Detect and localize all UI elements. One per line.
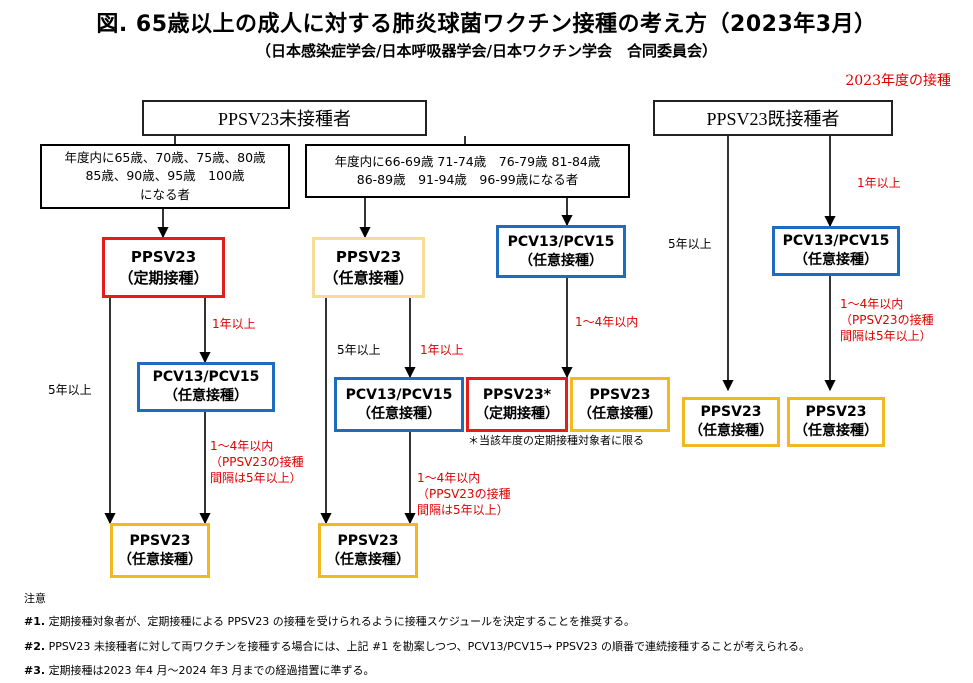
group-a-line1: 年度内に65歳、70歳、75歳、80歳: [64, 150, 266, 166]
node-a-ppsv23-name: PPSV23: [130, 248, 197, 267]
note-3-text: 定期接種は2023 年4 月～2024 年3 月までの経過措置に準ずる。: [48, 664, 375, 677]
label-d-interval-line2: 間隔は5年以上）: [840, 329, 932, 344]
node-b-final-name: PPSV23: [337, 532, 399, 549]
group-b-line2: 86-89歳 91-94歳 96-99歳になる者: [356, 172, 579, 187]
label-b-range: 1～4年以内: [417, 471, 481, 485]
node-c-teiki-name: PPSV23*: [482, 386, 552, 403]
node-a-ppsv23-sub: （定期接種）: [118, 268, 209, 287]
group-b-line1: 年度内に66-69歳 71-74歳 76-79歳 81-84歳: [334, 153, 601, 169]
node-b-final-ppsv23: PPSV23 （任意接種）: [318, 523, 418, 578]
note-2-text: PPSV23 未接種者に対して両ワクチンを接種する場合には、上記 #1 を勘案し…: [48, 640, 810, 653]
page-title: 図. 65歳以上の成人に対する肺炎球菌ワクチン接種の考え方（2023年3月）: [96, 12, 877, 37]
header-unvaccinated: PPSV23未接種者: [142, 100, 427, 136]
node-b-ppsv23-optional: PPSV23 （任意接種）: [312, 237, 425, 298]
group-routine-ages: 年度内に65歳、70歳、75歳、80歳 85歳、90歳、95歳 100歳 になる…: [40, 144, 290, 209]
node-b-ppsv23-name: PPSV23: [335, 248, 402, 267]
label-d-range: 1～4年以内: [840, 297, 904, 311]
node-d-left-name: PPSV23: [700, 404, 762, 421]
node-d-pcv-sub: （任意接種）: [794, 252, 878, 268]
note-2-tag: #2.: [24, 640, 46, 653]
label-d-one-year: 1年以上: [857, 176, 901, 190]
note-2: #2. PPSV23 未接種者に対して両ワクチンを接種する場合には、上記 #1 …: [24, 638, 810, 654]
header-vaccinated: PPSV23既接種者: [653, 100, 893, 136]
node-d-right-name: PPSV23: [805, 404, 867, 421]
node-b-final-sub: （任意接種）: [326, 551, 410, 568]
note-3-tag: #3.: [24, 664, 46, 677]
note-1-text: 定期接種対象者が、定期接種による PPSV23 の接種を受けられるように接種スケ…: [48, 615, 636, 628]
node-d-right-sub: （任意接種）: [794, 423, 878, 439]
notes-heading: 注意: [24, 592, 46, 605]
node-a-final-sub: （任意接種）: [118, 551, 202, 568]
node-a-ppsv23-routine: PPSV23 （定期接種）: [102, 237, 225, 298]
node-c-pcv: PCV13/PCV15 （任意接種）: [496, 225, 626, 278]
node-d-pcv: PCV13/PCV15 （任意接種）: [772, 226, 900, 276]
node-a-final-ppsv23: PPSV23 （任意接種）: [110, 523, 210, 578]
node-c-nini-sub: （任意接種）: [578, 405, 662, 422]
label-d-five-years: 5年以上: [668, 237, 712, 251]
node-d-left-sub: （任意接種）: [689, 423, 773, 439]
note-3: #3. 定期接種は2023 年4 月～2024 年3 月までの経過措置に準ずる。: [24, 662, 375, 678]
node-b-pcv-name: PCV13/PCV15: [345, 386, 453, 403]
note-1: #1. 定期接種対象者が、定期接種による PPSV23 の接種を受けられるように…: [24, 613, 635, 629]
label-b-five-years: 5年以上: [337, 343, 381, 357]
node-c-pcv-name: PCV13/PCV15: [507, 233, 615, 250]
node-c-pcv-sub: （任意接種）: [519, 252, 603, 269]
footnote-star: ＊当該年度の定期接種対象者に限る: [468, 434, 644, 447]
group-other-ages: 年度内に66-69歳 71-74歳 76-79歳 81-84歳 86-89歳 9…: [305, 144, 630, 198]
label-b-interval-line1: （PPSV23の接種: [417, 487, 511, 502]
label-b-interval-line2: 間隔は5年以上）: [417, 503, 509, 518]
node-c-teiki-sub: （定期接種）: [475, 405, 559, 422]
header-unvaccinated-label: PPSV23未接種者: [217, 109, 352, 129]
node-d-left-ppsv23: PPSV23 （任意接種）: [682, 397, 780, 447]
group-a-line2: 85歳、90歳、95歳 100歳: [85, 168, 245, 184]
label-b-interval: 1～4年以内 （PPSV23の接種 間隔は5年以上）: [417, 470, 511, 519]
node-a-pcv-name: PCV13/PCV15: [152, 369, 260, 386]
header-vaccinated-label: PPSV23既接種者: [706, 109, 840, 129]
label-a-interval-line2: 間隔は5年以上）: [210, 471, 302, 486]
label-a-interval: 1～4年以内 （PPSV23の接種 間隔は5年以上）: [210, 438, 304, 487]
label-a-range: 1～4年以内: [210, 439, 274, 453]
label-a-interval-line1: （PPSV23の接種: [210, 455, 304, 470]
label-d-interval: 1～4年以内 （PPSV23の接種 間隔は5年以上）: [840, 296, 934, 345]
label-d-interval-line1: （PPSV23の接種: [840, 313, 934, 328]
node-a-pcv: PCV13/PCV15 （任意接種）: [137, 362, 275, 412]
node-d-pcv-name: PCV13/PCV15: [782, 233, 890, 250]
node-a-pcv-sub: （任意接種）: [164, 388, 248, 404]
note-1-tag: #1.: [24, 615, 46, 628]
label-c-range: 1～4年以内: [575, 315, 639, 329]
group-a-line3: になる者: [139, 186, 190, 202]
node-a-final-name: PPSV23: [129, 532, 191, 549]
page-subtitle: （日本感染症学会/日本呼吸器学会/日本ワクチン学会 合同委員会）: [256, 42, 717, 60]
label-a-one-year: 1年以上: [212, 317, 256, 331]
node-c-ppsv23-optional: PPSV23 （任意接種）: [570, 377, 670, 432]
node-b-pcv: PCV13/PCV15 （任意接種）: [334, 377, 464, 432]
node-b-pcv-sub: （任意接種）: [357, 405, 441, 422]
node-c-nini-name: PPSV23: [589, 386, 651, 403]
node-b-ppsv23-sub: （任意接種）: [323, 268, 414, 287]
node-c-ppsv23-routine: PPSV23* （定期接種）: [466, 377, 568, 432]
label-a-five-years: 5年以上: [48, 383, 92, 397]
node-d-right-ppsv23: PPSV23 （任意接種）: [787, 397, 885, 447]
year-note: 2023年度の接種: [845, 73, 951, 89]
label-b-one-year: 1年以上: [420, 343, 464, 357]
